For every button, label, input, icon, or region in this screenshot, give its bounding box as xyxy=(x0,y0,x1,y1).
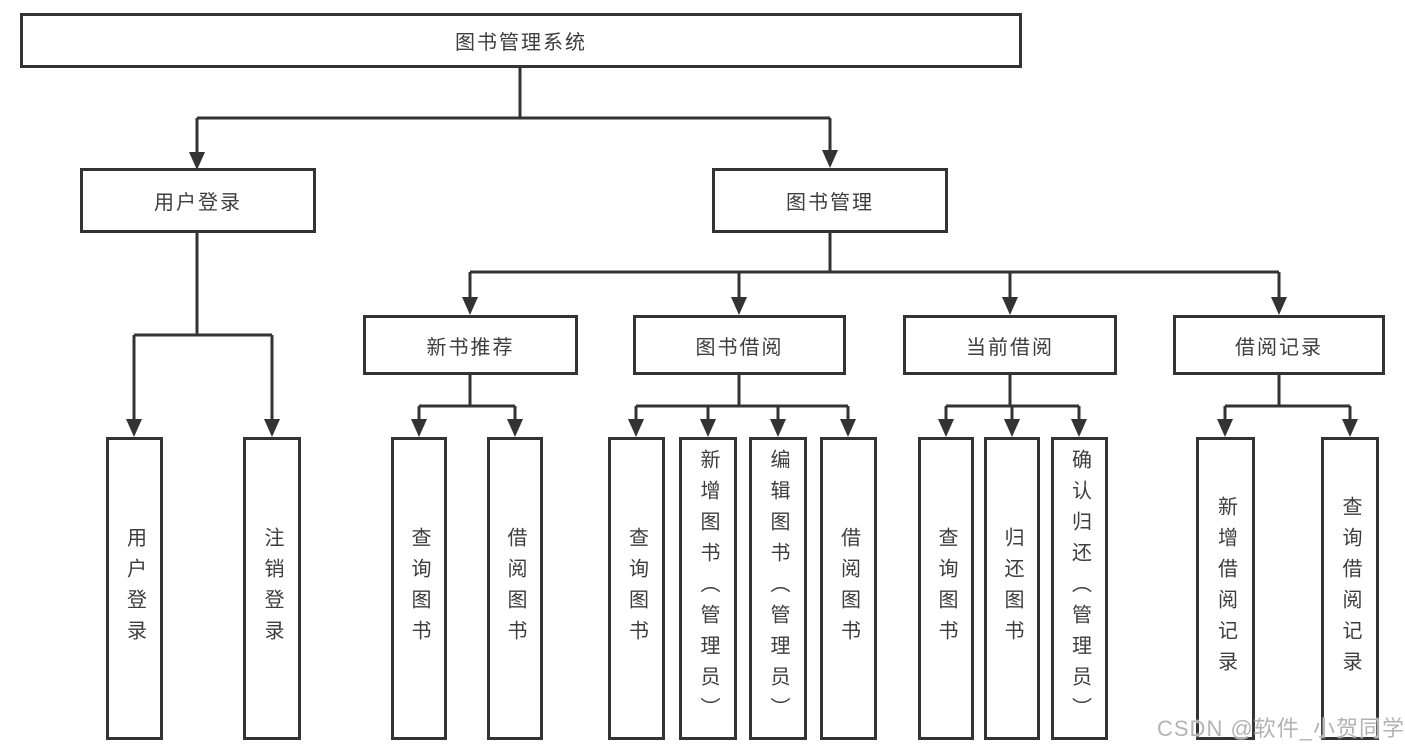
node-borrowing-records: 借阅记录 xyxy=(1173,315,1385,375)
leaf-query-books-borrow: 查询图书 xyxy=(608,437,665,740)
leaf-add-borrow-record: 新增借阅记录 xyxy=(1196,437,1255,740)
node-current-borrowing: 当前借阅 xyxy=(903,315,1117,375)
leaf-edit-books-admin: 编辑图书（管理员） xyxy=(749,437,807,740)
node-label: 图书借阅 xyxy=(695,336,784,359)
node-library-management-system: 图书管理系统 xyxy=(20,13,1022,68)
node-label: 图书管理 xyxy=(786,192,874,214)
node-label: 查询图书 xyxy=(408,526,430,651)
node-label: 新书推荐 xyxy=(426,336,515,359)
node-label: 当前借阅 xyxy=(966,336,1054,359)
leaf-add-books-admin: 新增图书（管理员） xyxy=(679,437,737,740)
leaf-confirm-return-admin: 确认归还（管理员） xyxy=(1051,437,1108,740)
node-label: 查询图书 xyxy=(625,526,648,651)
leaf-borrow-books-recommend: 借阅图书 xyxy=(487,437,543,740)
leaf-borrow-books: 借阅图书 xyxy=(820,437,877,740)
node-book-borrowing: 图书借阅 xyxy=(633,315,846,375)
node-label: 归还图书 xyxy=(1001,526,1023,651)
node-label: 查询图书 xyxy=(935,526,957,651)
node-label: 新增借阅记录 xyxy=(1214,495,1237,682)
node-label: 查询借阅记录 xyxy=(1339,495,1361,682)
node-user-login: 用户登录 xyxy=(80,168,316,233)
node-label: 借阅图书 xyxy=(504,526,526,651)
node-label: 新增图书（管理员） xyxy=(697,449,719,728)
leaf-logout: 注销登录 xyxy=(243,437,301,740)
node-label: 注销登录 xyxy=(261,526,283,651)
node-label: 借阅图书 xyxy=(837,526,860,651)
node-label: 用户登录 xyxy=(123,526,146,651)
node-book-management: 图书管理 xyxy=(712,168,948,233)
watermark: CSDN @软件_小贺同学 xyxy=(1157,716,1405,741)
node-label: 图书管理系统 xyxy=(455,32,587,54)
leaf-query-books-current: 查询图书 xyxy=(918,437,974,740)
leaf-query-borrow-record: 查询借阅记录 xyxy=(1321,437,1379,740)
node-label: 用户登录 xyxy=(154,192,242,214)
node-label: 编辑图书（管理员） xyxy=(767,449,789,728)
leaf-query-books-recommend: 查询图书 xyxy=(391,437,447,740)
leaf-return-books: 归还图书 xyxy=(984,437,1040,740)
node-label: 借阅记录 xyxy=(1235,336,1323,359)
node-new-book-recommend: 新书推荐 xyxy=(363,315,578,375)
leaf-user-login: 用户登录 xyxy=(106,437,163,740)
node-label: 确认归还（管理员） xyxy=(1068,449,1091,728)
